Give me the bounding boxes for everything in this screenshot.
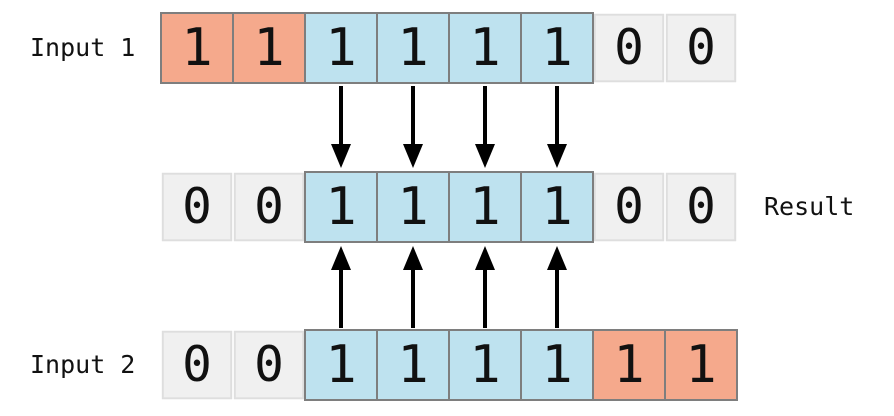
bit-cell: 0 xyxy=(665,13,737,83)
down-arrow xyxy=(474,86,496,168)
arrow-shaft xyxy=(555,268,559,328)
bit-cell: 0 xyxy=(593,13,665,83)
bit-cell: 1 xyxy=(448,12,522,84)
bit-cell: 0 xyxy=(665,172,737,242)
arrow-head xyxy=(403,246,423,270)
arrow-head xyxy=(331,246,351,270)
bit-cell: 1 xyxy=(232,12,306,84)
bit-cell: 1 xyxy=(664,329,738,401)
input-2-label: Input 2 xyxy=(30,350,136,379)
up-arrow xyxy=(330,246,352,328)
bit-cell: 1 xyxy=(520,329,594,401)
bit-cell: 1 xyxy=(304,12,378,84)
bit-cell: 1 xyxy=(448,329,522,401)
bit-cell: 1 xyxy=(304,171,378,243)
bit-cell: 1 xyxy=(520,12,594,84)
arrow-shaft xyxy=(339,268,343,328)
arrow-shaft xyxy=(555,86,559,146)
bit-cell: 1 xyxy=(592,329,666,401)
bit-cell: 0 xyxy=(233,330,305,400)
bit-cell: 1 xyxy=(376,12,450,84)
arrow-shaft xyxy=(411,268,415,328)
bit-cell: 1 xyxy=(376,171,450,243)
arrow-shaft xyxy=(411,86,415,146)
arrow-shaft xyxy=(483,268,487,328)
up-arrow xyxy=(402,246,424,328)
bit-cell: 0 xyxy=(161,330,233,400)
down-arrow xyxy=(402,86,424,168)
bit-cell: 1 xyxy=(160,12,234,84)
up-arrow xyxy=(474,246,496,328)
arrow-head xyxy=(403,144,423,168)
bit-cell: 0 xyxy=(593,172,665,242)
up-arrow xyxy=(546,246,568,328)
arrow-shaft xyxy=(339,86,343,146)
bit-cell: 0 xyxy=(233,172,305,242)
arrow-head xyxy=(547,246,567,270)
arrow-shaft xyxy=(483,86,487,146)
bit-cell: 1 xyxy=(448,171,522,243)
bit-cell: 1 xyxy=(520,171,594,243)
down-arrow xyxy=(546,86,568,168)
arrow-head xyxy=(547,144,567,168)
bit-cell: 1 xyxy=(376,329,450,401)
arrow-head xyxy=(475,144,495,168)
input-1-label: Input 1 xyxy=(30,33,136,62)
down-arrow xyxy=(330,86,352,168)
bit-cell: 1 xyxy=(304,329,378,401)
arrow-head xyxy=(475,246,495,270)
arrow-head xyxy=(331,144,351,168)
bit-cell: 0 xyxy=(161,172,233,242)
result-label: Result xyxy=(764,192,855,221)
